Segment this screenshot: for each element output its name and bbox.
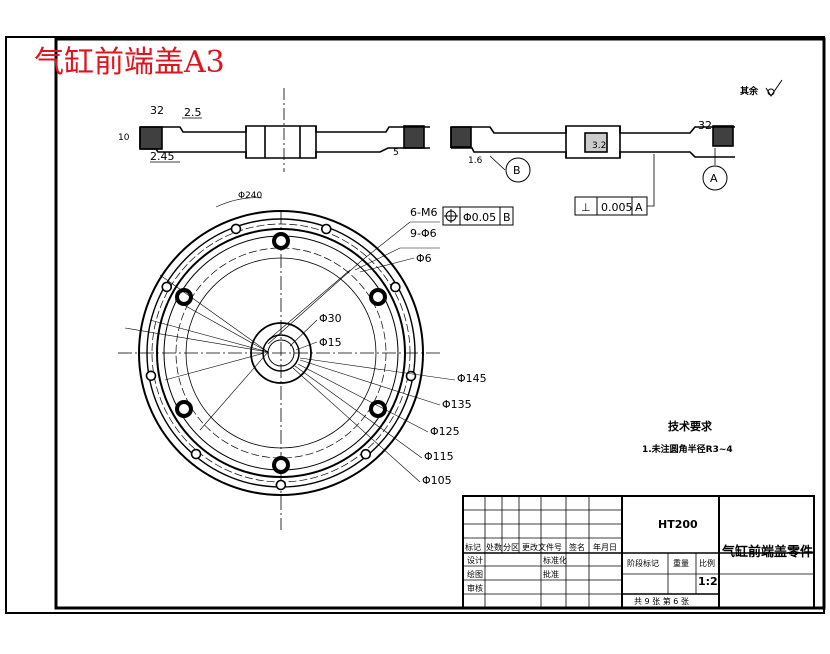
tb-h-sign: 签名 — [569, 542, 585, 552]
through-hole — [275, 479, 287, 491]
tb-row-standard: 标准化 — [543, 555, 567, 565]
bolt-holes — [145, 223, 417, 491]
position-tolerance-frame: Φ0.05 B — [442, 206, 514, 226]
dim-3-2: 3.2 — [592, 141, 606, 151]
svg-text:A: A — [635, 201, 643, 214]
tb-material: HT200 — [658, 518, 698, 531]
dim-d125: Φ125 — [430, 425, 460, 438]
tb-scale-label: 比例 — [699, 558, 715, 568]
tb-row-design: 设计 — [467, 555, 483, 565]
dim-d115: Φ115 — [424, 450, 454, 463]
tech-heading: 技术要求 — [668, 419, 713, 433]
threaded-hole-bore — [179, 292, 190, 302]
tb-h-zone: 分区 — [503, 543, 519, 552]
tb-row-drawing: 绘图 — [467, 569, 483, 579]
dim-32-right: 32 — [698, 119, 712, 132]
through-hole — [190, 448, 202, 460]
callout-d6: Φ6 — [416, 252, 432, 265]
dim-32-left: 32 — [150, 104, 164, 117]
svg-text:⊥: ⊥ — [581, 201, 591, 214]
inner-frame — [54, 37, 826, 610]
datum-b-circle — [505, 157, 531, 183]
tb-scale: 1:2 — [698, 575, 718, 588]
threaded-hole-bore — [276, 460, 286, 470]
tb-h-change: 更改文件号 — [522, 542, 562, 552]
drawing-title: 气缸前端盖A3 — [34, 45, 225, 80]
svg-text:0.005: 0.005 — [601, 201, 633, 214]
section-view — [139, 88, 735, 172]
tb-h-mark: 标记 — [465, 542, 481, 552]
tb-row-approve: 批准 — [543, 569, 559, 579]
callout-9-d6: 9-Φ6 — [410, 227, 437, 240]
dim-d105: Φ105 — [422, 474, 452, 487]
tb-weight-label: 重量 — [673, 558, 689, 568]
through-hole — [360, 448, 372, 460]
tb-h-count: 处数 — [486, 542, 502, 552]
tech-note: 1.未注圆角半径R3~4 — [642, 443, 733, 455]
title-block — [462, 495, 815, 609]
datum-b-label: B — [513, 164, 521, 177]
threaded-hole-bore — [372, 404, 383, 414]
through-hole — [405, 370, 417, 382]
dim-d30: Φ30 — [319, 312, 342, 325]
surface-note: 其余 — [740, 85, 759, 97]
datum-a-circle — [702, 165, 728, 191]
dim-2-5: 2.5 — [184, 106, 202, 119]
datum-b-leader — [489, 155, 506, 171]
dim-10: 10 — [118, 133, 130, 143]
through-hole — [161, 281, 173, 293]
through-hole — [390, 281, 401, 293]
tb-row-review: 审核 — [467, 583, 483, 593]
perpendicularity-frame: ⊥ 0.005 A — [574, 154, 655, 216]
tb-h-date: 年月日 — [593, 542, 617, 552]
tb-stage-label: 阶段标记 — [627, 558, 659, 568]
leader-lines — [124, 197, 456, 483]
threaded-hole-bore — [276, 236, 286, 246]
roughness-symbol-icon — [765, 79, 783, 97]
dim-5: 5 — [393, 148, 399, 158]
roughness-circle-icon — [767, 88, 775, 96]
svg-text:Φ0.05: Φ0.05 — [463, 211, 496, 224]
dim-d15: Φ15 — [319, 336, 342, 349]
dim-d135: Φ135 — [442, 398, 472, 411]
arc-dim: Φ240 — [238, 191, 263, 201]
through-hole — [230, 223, 242, 235]
datum-a-label: A — [710, 172, 718, 185]
threaded-hole-bore — [179, 404, 190, 414]
callout-6-m6: 6-M6 — [410, 206, 437, 219]
dim-2-45: 2.45 — [150, 150, 175, 163]
threaded-hole-bore — [372, 292, 383, 302]
tb-sheets: 共 9 张 第 6 张 — [634, 596, 689, 606]
through-hole — [320, 223, 332, 235]
through-hole — [145, 370, 157, 382]
tb-part-name: 气缸前端盖零件 — [722, 544, 813, 560]
dim-1-6: 1.6 — [468, 156, 483, 166]
dim-d145: Φ145 — [457, 372, 487, 385]
svg-text:B: B — [503, 211, 511, 224]
